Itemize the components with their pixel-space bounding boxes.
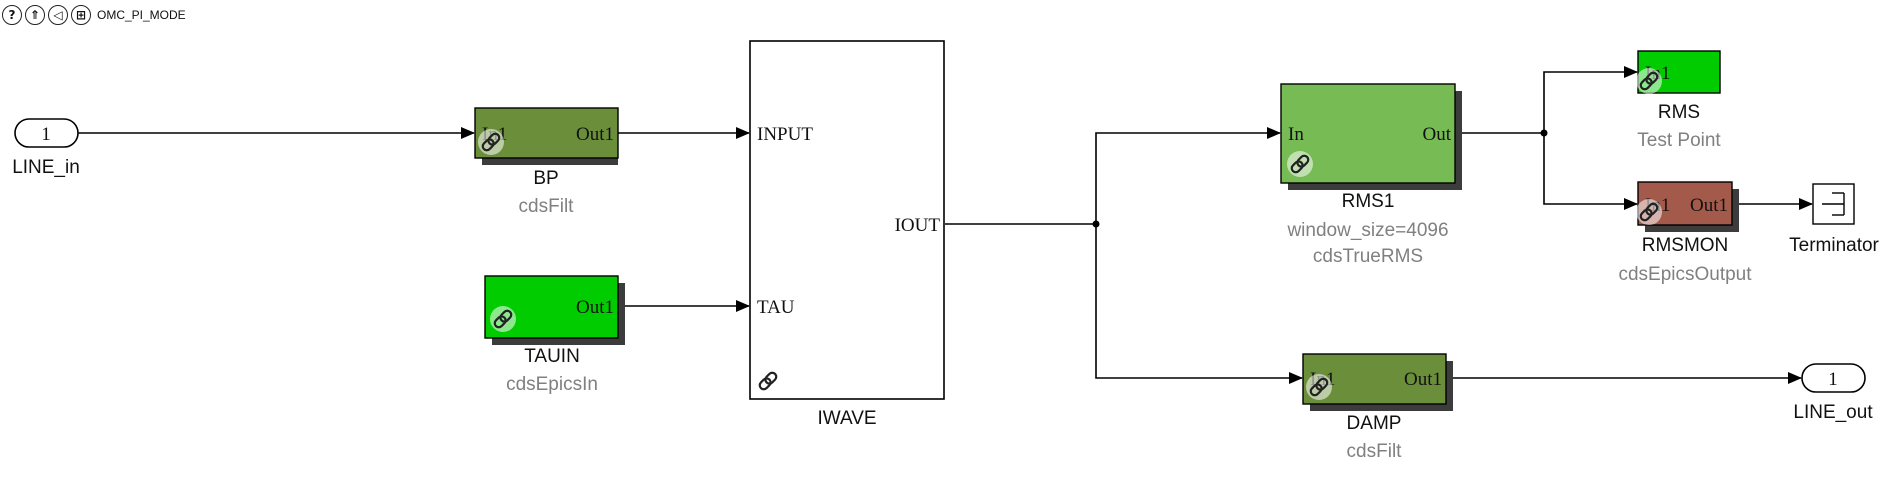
help-icon[interactable]: ? — [2, 5, 22, 25]
toolbar: ? ⇑ ◁ ⊞ OMC_PI_MODE — [2, 4, 186, 26]
rms-sublabel: Test Point — [1637, 130, 1721, 151]
block-rmsmon[interactable]: In1 Out1 RMSMON cdsEpicsOutput — [1618, 181, 1752, 285]
iwave-port-tau: TAU — [757, 297, 795, 318]
library-link-icon — [488, 304, 518, 334]
library-link-icon — [476, 127, 506, 157]
line-in-label: LINE_in — [12, 157, 80, 178]
rms1-sublabel2: cdsTrueRMS — [1313, 246, 1423, 267]
bp-sublabel: cdsFilt — [519, 196, 575, 217]
damp-out-port: Out1 — [1404, 369, 1442, 390]
iwave-body — [749, 40, 945, 400]
block-rms[interactable]: In1 RMS Test Point — [1634, 50, 1721, 151]
rmsmon-label: RMSMON — [1642, 235, 1729, 256]
block-iwave[interactable]: INPUT TAU IOUT IWAVE — [749, 40, 945, 429]
iwave-label: IWAVE — [817, 408, 876, 429]
block-bp[interactable]: In1 Out1 BP cdsFilt — [474, 107, 619, 217]
rmsmon-out-port: Out1 — [1690, 195, 1728, 216]
signal-lines — [78, 66, 1813, 384]
tauin-sublabel: cdsEpicsIn — [506, 374, 598, 395]
rms1-in-port: In — [1288, 124, 1304, 145]
damp-sublabel: cdsFilt — [1347, 441, 1403, 462]
block-line-out[interactable]: 1 LINE_out — [1793, 363, 1873, 423]
wire-branch-rms — [1543, 66, 1638, 133]
rms1-sublabel: window_size=4096 — [1286, 220, 1448, 241]
library-link-icon — [1304, 372, 1334, 402]
block-rms1[interactable]: In Out RMS1 window_size=4096 cdsTrueRMS — [1280, 83, 1462, 267]
terminator-icon — [1822, 192, 1845, 216]
branch-point — [1540, 129, 1548, 137]
up-arrow-icon[interactable]: ⇑ — [25, 5, 45, 25]
model-name: OMC_PI_MODE — [97, 8, 186, 22]
block-terminator[interactable]: Terminator — [1789, 183, 1880, 256]
line-out-port-number: 1 — [1828, 369, 1838, 390]
damp-label: DAMP — [1347, 413, 1402, 434]
wire-branch-damp — [1095, 224, 1303, 384]
line-out-label: LINE_out — [1793, 402, 1873, 423]
grid-icon[interactable]: ⊞ — [71, 5, 91, 25]
rms1-out-port: Out — [1423, 124, 1452, 145]
terminator-label: Terminator — [1789, 235, 1879, 256]
iwave-port-iout: IOUT — [895, 215, 941, 236]
rms-label: RMS — [1658, 102, 1700, 123]
block-line-in[interactable]: 1 LINE_in — [12, 118, 80, 178]
library-link-icon — [1285, 149, 1315, 179]
library-link-icon — [753, 366, 783, 396]
wire-branch-rms1 — [1095, 127, 1281, 224]
bp-out-port: Out1 — [576, 124, 614, 145]
bp-label: BP — [533, 168, 558, 189]
tauin-label: TAUIN — [524, 346, 580, 367]
library-link-icon — [1634, 66, 1664, 96]
back-arrow-icon[interactable]: ◁ — [48, 5, 68, 25]
branch-point — [1092, 220, 1100, 228]
iwave-port-input: INPUT — [757, 124, 813, 145]
rmsmon-sublabel: cdsEpicsOutput — [1618, 264, 1752, 285]
wire-branch-rmsmon — [1543, 133, 1638, 210]
library-link-icon — [1634, 197, 1664, 227]
block-tauin[interactable]: Out1 TAUIN cdsEpicsIn — [484, 275, 625, 395]
rms1-label: RMS1 — [1342, 191, 1395, 212]
block-damp[interactable]: In1 Out1 DAMP cdsFilt — [1302, 353, 1453, 462]
line-in-port-number: 1 — [41, 124, 51, 145]
tauin-out-port: Out1 — [576, 297, 614, 318]
